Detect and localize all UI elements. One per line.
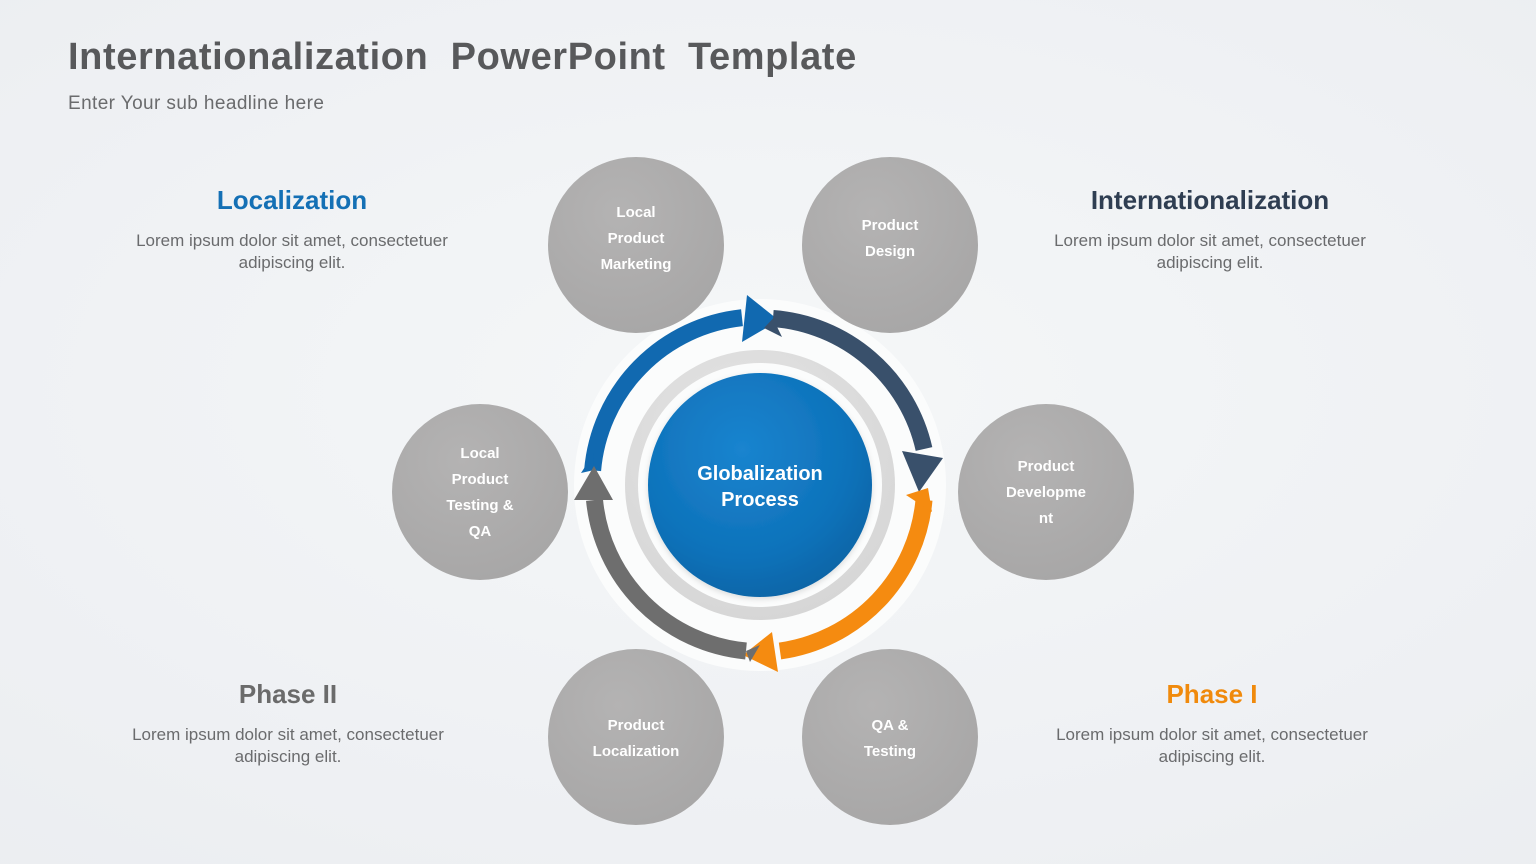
side-block-phase-one: Phase I Lorem ipsum dolor sit amet, cons… <box>1052 679 1372 769</box>
node-local-product-testing-qa[interactable]: Local Product Testing & QA <box>392 404 568 580</box>
side-body-phase-one: Lorem ipsum dolor sit amet, consectetuer… <box>1056 724 1368 767</box>
arc-blue[interactable] <box>581 295 779 473</box>
page-subtitle: Enter Your sub headline here <box>68 93 325 114</box>
node-label-line: Testing & <box>446 497 513 514</box>
node-label-line: Developme <box>1006 484 1086 501</box>
node-label-line: Product <box>608 717 665 734</box>
side-body-localization: Lorem ipsum dolor sit amet, consectetuer… <box>136 230 448 273</box>
side-block-localization: Localization Lorem ipsum dolor sit amet,… <box>132 185 452 275</box>
node-label-line: Product <box>862 217 919 234</box>
side-body-phase-two: Lorem ipsum dolor sit amet, consectetuer… <box>132 724 444 767</box>
node-label-line: Marketing <box>601 256 672 273</box>
arc-navy[interactable] <box>764 310 943 493</box>
node-label-line: Design <box>865 243 915 260</box>
arc-gray[interactable] <box>574 466 760 662</box>
node-product-localization[interactable]: Product Localization <box>548 649 724 825</box>
node-product-development[interactable]: Product Developme nt <box>958 404 1134 580</box>
side-heading-phase-one: Phase I <box>1166 679 1258 709</box>
node-label-line: Localization <box>593 743 680 760</box>
node-label-line: Product <box>1018 458 1075 475</box>
side-block-phase-two: Phase II Lorem ipsum dolor sit amet, con… <box>128 679 448 769</box>
center-circle[interactable] <box>648 373 872 597</box>
page-title: Internationalization PowerPoint Template <box>68 36 857 78</box>
globalization-cycle-diagram: Globalization Process <box>368 140 1168 850</box>
node-product-design[interactable]: Product Design <box>802 157 978 333</box>
side-heading-internationalization: Internationalization <box>1090 185 1330 215</box>
side-body-internationalization: Lorem ipsum dolor sit amet, consectetuer… <box>1054 230 1366 273</box>
node-label-line: nt <box>1039 510 1053 527</box>
side-heading-phase-two: Phase II <box>238 679 338 709</box>
node-label-line: Local <box>460 445 499 462</box>
node-label-line: QA <box>469 523 492 540</box>
node-label-line: Product <box>452 471 509 488</box>
node-label-line: QA & <box>872 717 909 734</box>
header: Internationalization PowerPoint Template… <box>68 36 857 115</box>
center-label-line1: Globalization <box>697 463 823 485</box>
side-heading-localization: Localization <box>216 185 368 215</box>
node-label-line: Testing <box>864 743 916 760</box>
arc-orange[interactable] <box>743 488 933 672</box>
node-local-product-marketing[interactable]: Local Product Marketing <box>548 157 724 333</box>
side-block-internationalization: Internationalization Lorem ipsum dolor s… <box>1050 185 1370 275</box>
center-label-line2: Process <box>721 489 799 511</box>
node-label-line: Local <box>616 204 655 221</box>
node-label-line: Product <box>608 230 665 247</box>
node-qa-and-testing[interactable]: QA & Testing <box>802 649 978 825</box>
